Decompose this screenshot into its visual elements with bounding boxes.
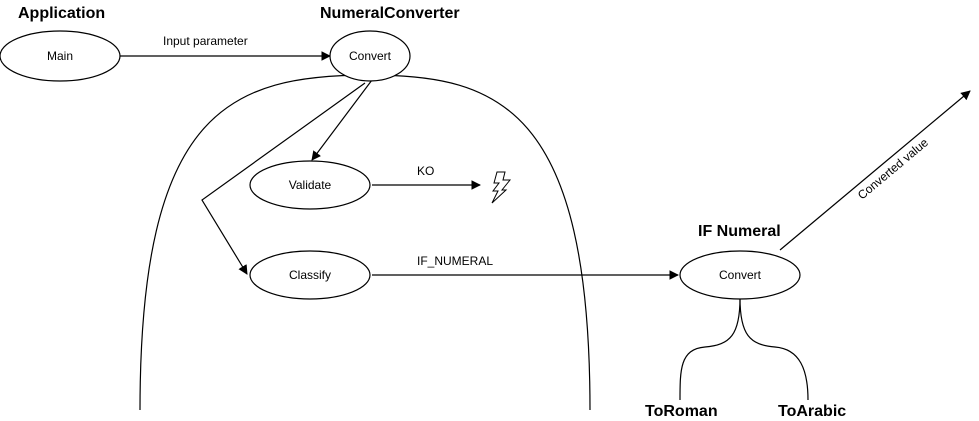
node-convert[interactable]: Convert [329, 30, 411, 82]
edge-label-if-numeral: IF_NUMERAL [417, 254, 493, 268]
branch-to-toarabic [739, 297, 809, 401]
edge-label-input-parameter: Input parameter [163, 34, 248, 48]
numeralconverter-scope-arc [139, 74, 591, 411]
edge-label-converted-value: Converted value [855, 135, 931, 202]
node-main-label: Main [47, 49, 73, 63]
node-if-convert[interactable]: Convert [679, 250, 801, 300]
node-validate-label: Validate [289, 178, 332, 192]
node-validate[interactable]: Validate [249, 160, 371, 210]
edge-label-ko: KO [417, 164, 434, 178]
node-convert-label: Convert [349, 49, 392, 63]
branch-to-toroman [679, 297, 741, 401]
toarabic-heading: ToArabic [778, 403, 846, 420]
numeralconverter-heading: NumeralConverter [320, 5, 460, 22]
edge-convert-to-validate [311, 79, 373, 161]
node-if-convert-label: Convert [719, 268, 762, 282]
if-numeral-heading: IF Numeral [698, 223, 781, 240]
application-heading: Application [18, 5, 105, 22]
node-main[interactable]: Main [0, 30, 121, 82]
lightning-bolt-icon [491, 171, 512, 204]
toroman-heading: ToRoman [645, 403, 718, 420]
edge-if-convert-to-output [779, 90, 971, 251]
node-classify-label: Classify [289, 268, 331, 282]
edge-convert-to-classify [201, 82, 366, 275]
node-classify[interactable]: Classify [249, 250, 371, 300]
